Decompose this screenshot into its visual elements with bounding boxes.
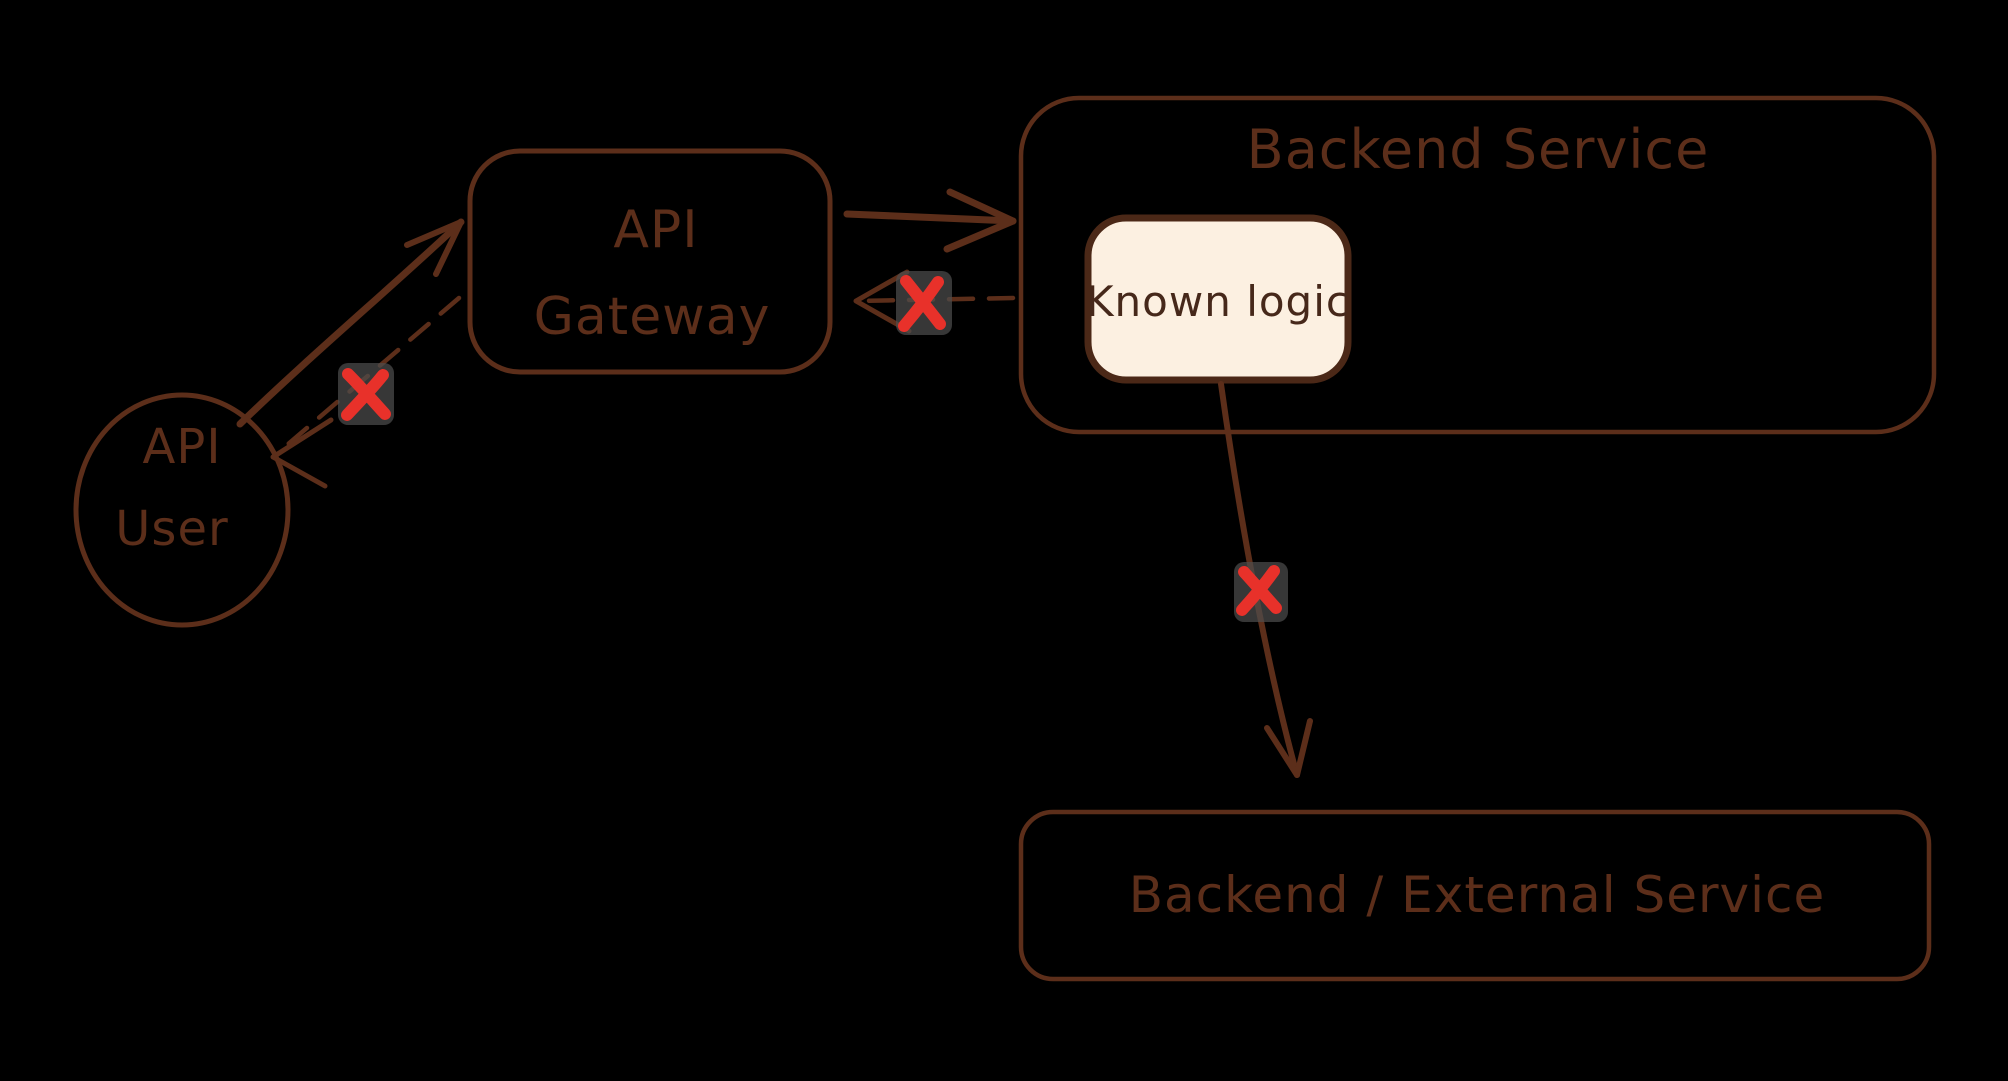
api-gateway-box xyxy=(467,148,833,375)
api-user-label-line2: User xyxy=(115,501,228,557)
known-logic-label: Known logic xyxy=(1086,277,1350,326)
api-user-circle xyxy=(73,392,291,628)
node-api-user: API User xyxy=(73,392,291,628)
api-gateway-label-line1: API xyxy=(613,200,698,260)
x-icon xyxy=(898,275,946,332)
edge-user-to-gateway xyxy=(236,218,465,428)
edge-gateway-to-backend xyxy=(843,188,1017,253)
user-to-gateway-arrowhead-icon xyxy=(404,219,464,277)
knownlogic-to-external-arrowhead-icon xyxy=(1264,718,1313,778)
x-icon xyxy=(1236,565,1282,616)
gateway-to-user-arrowhead-icon xyxy=(270,417,334,489)
node-known-logic: Known logic xyxy=(1084,214,1352,384)
known-logic-box xyxy=(1084,214,1352,384)
node-api-gateway: API Gateway xyxy=(467,148,833,375)
api-gateway-label-line2: Gateway xyxy=(534,287,771,347)
gateway-to-backend-shaft xyxy=(843,210,1017,225)
backend-service-box xyxy=(1018,95,1937,435)
node-backend-external: Backend / External Service xyxy=(1018,809,1932,982)
backend-external-box xyxy=(1018,809,1932,982)
api-user-label-line1: API xyxy=(143,419,222,475)
node-backend-service: Backend Service xyxy=(1018,95,1937,435)
error-x-mark-gateway-to-user xyxy=(338,363,394,425)
user-to-gateway-shaft xyxy=(236,218,465,428)
x-icon xyxy=(341,368,391,421)
error-x-mark-backend-to-gateway xyxy=(896,271,952,335)
backend-service-label: Backend Service xyxy=(1247,118,1710,181)
backend-external-label: Backend / External Service xyxy=(1129,866,1826,924)
error-x-mark-knownlogic-to-external xyxy=(1234,562,1288,622)
gateway-to-backend-arrowhead-icon xyxy=(943,188,1017,253)
